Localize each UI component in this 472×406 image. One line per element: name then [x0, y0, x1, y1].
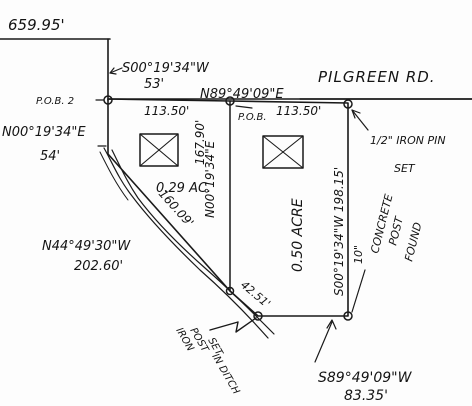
leader-iron-post — [209, 317, 257, 333]
label-top-left-113: 113.50' — [144, 104, 189, 118]
label-mid-bearing: N00°19'34"E — [203, 140, 217, 218]
corner-pin-sw — [253, 311, 263, 321]
label-mid-distance: 167.90' — [193, 120, 207, 165]
label-bottom-distance: 83.35' — [344, 388, 388, 404]
arrow-bottom-bearing — [326, 319, 337, 330]
ditch-line-inner — [111, 149, 275, 335]
label-diag-bearing: N44°49'30"W — [42, 239, 131, 254]
label-right-bearing: S00°19'34"W 198.15' — [332, 167, 346, 296]
label-iron-post-line4: IN DITCH — [209, 352, 241, 397]
label-left-distance: 54' — [40, 149, 60, 164]
label-top-right-113: 113.50' — [276, 104, 321, 118]
label-bottom-short: 42.51' — [238, 278, 273, 310]
corner-pin-se — [343, 311, 353, 321]
label-area-left: 0.29 AC. — [156, 181, 211, 196]
leader-iron-pin — [351, 109, 369, 131]
label-bottom-bearing: S89°49'09"W — [318, 370, 413, 386]
label-pob2: P.O.B. 2 — [36, 96, 74, 107]
label-iron-pin-line2: SET — [394, 162, 416, 175]
label-north-bearing: N89°49'09"E — [200, 87, 284, 102]
label-top-bearing: S00°19'34"W — [122, 61, 210, 76]
arrow-top-bearing — [109, 67, 117, 75]
building-left — [139, 133, 179, 167]
building-right — [262, 135, 304, 169]
label-area-right: 0.50 ACRE — [290, 198, 306, 272]
corner-pin-mid — [225, 286, 235, 296]
label-pob-center: P.O.B. — [238, 112, 267, 123]
ditch-line-outer — [103, 147, 269, 339]
label-road-name: PILGREEN RD. — [318, 68, 436, 86]
label-concrete-line4: FOUND — [402, 221, 424, 263]
building-right-cross-b — [262, 135, 304, 169]
ditch-line-extra — [99, 151, 129, 201]
leader-top-bearing — [109, 67, 123, 74]
leader-pob-center — [235, 105, 253, 109]
building-left-cross-b — [139, 133, 179, 167]
label-concrete-line1: 10" — [352, 245, 365, 264]
corner-pin-ne — [343, 99, 353, 109]
leader-concrete — [351, 269, 366, 313]
label-left-bearing: N00°19'34"E — [2, 125, 86, 140]
property-outline — [107, 98, 349, 317]
arrow-iron-pin — [351, 109, 361, 119]
leader-bottom-bearing — [314, 321, 333, 363]
label-iron-pin-line1: 1/2" IRON PIN — [370, 134, 446, 147]
label-diag-total: 202.60' — [74, 259, 123, 274]
label-top-left-distance: 659.95' — [8, 16, 65, 34]
corner-pin-pob — [225, 96, 235, 106]
label-top-bearing-distance: 53' — [144, 77, 164, 92]
